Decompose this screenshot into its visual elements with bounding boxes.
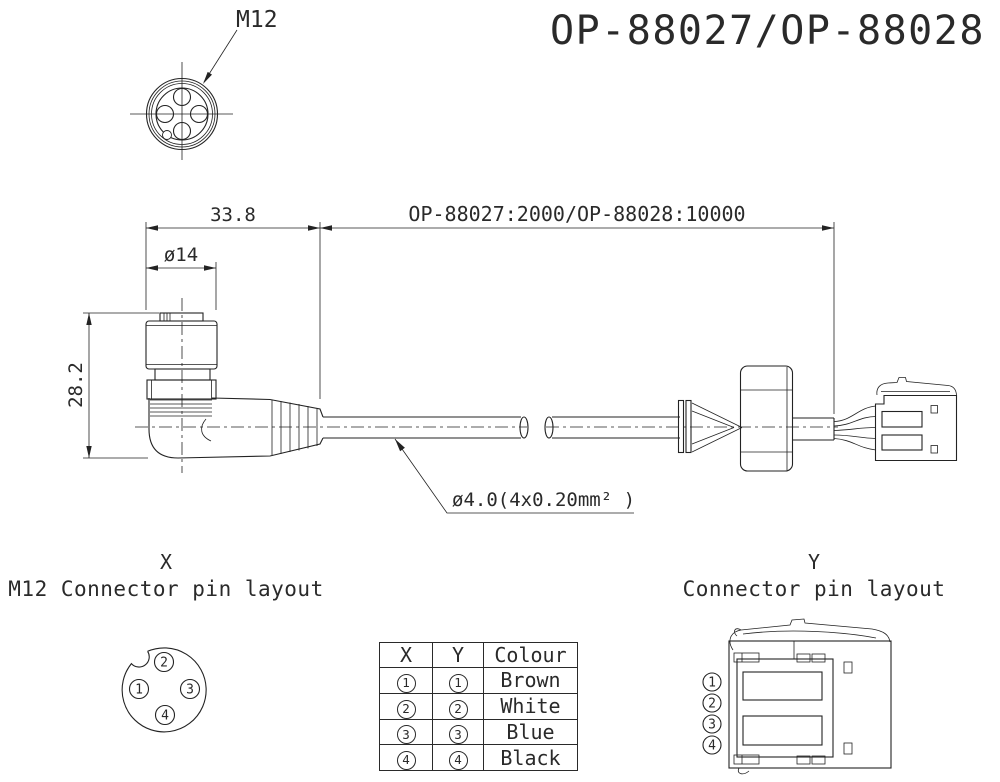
housing-latch — [876, 377, 957, 396]
pin-x-3: 3 — [186, 683, 194, 698]
pin-number: 4 — [396, 751, 416, 770]
pin-x-1: 1 — [135, 683, 143, 698]
table-row: 2 2 White — [379, 692, 578, 720]
table-row: 3 3 Blue — [379, 718, 578, 746]
m12-front-view: M12 — [130, 7, 278, 160]
dim-cable-spec: ø4.0(4x0.20mm² ) — [452, 489, 635, 511]
col-header-y: Y — [432, 642, 484, 668]
dimension-annotations: 33.8 OP-88027:2000/OP-88028:10000 ø14 28… — [65, 202, 835, 514]
bottom-hook-detail — [737, 767, 750, 775]
pin-number: 4 — [448, 751, 468, 770]
section-label-x: X — [159, 550, 173, 574]
pin-layout-x-title: M12 Connector pin layout — [8, 577, 324, 601]
pin-x-2: 2 — [160, 656, 168, 671]
table-header-row: X Y Colour — [379, 642, 578, 668]
table-row: 1 1 Brown — [379, 667, 578, 694]
table-row: 4 4 Black — [379, 744, 578, 771]
col-header-x: X — [379, 642, 433, 668]
pin-y-4: 4 — [708, 739, 716, 754]
keyway-notch — [162, 130, 172, 140]
pin-number: 2 — [448, 699, 468, 719]
pin-layout-x-diagram: 1 2 3 4 — [121, 647, 207, 733]
pin-y-3: 3 — [708, 718, 716, 733]
bend-detail-arc — [201, 418, 212, 442]
dim-cable-length: OP-88027:2000/OP-88028:10000 — [408, 202, 745, 226]
wire-colour: Black — [483, 744, 578, 771]
leader-arrowhead — [203, 71, 212, 84]
pin-x-4: 4 — [161, 709, 169, 724]
cable-break-left — [519, 416, 529, 439]
pin-layout-y-diagram: 1 2 3 4 — [702, 618, 892, 775]
pin-number: 2 — [396, 699, 416, 719]
dim-nut-diameter: ø14 — [164, 244, 198, 266]
pin-number: 3 — [448, 725, 468, 745]
pin-number: 1 — [448, 673, 468, 693]
wire-leads — [833, 405, 877, 451]
latch-lever — [729, 618, 891, 651]
wire-colour: White — [483, 692, 578, 720]
m12-label: M12 — [236, 7, 278, 33]
wire-colour: Brown — [483, 667, 578, 694]
cable-break-right — [544, 416, 554, 439]
dim-connector-height: 28.2 — [65, 362, 87, 408]
cable — [323, 416, 680, 439]
pin-number: 1 — [396, 673, 416, 693]
m12-connector-side-view — [135, 298, 838, 473]
wiring-table: X Y Colour 1 1 Brown 2 2 White 3 3 Blue … — [379, 642, 578, 771]
drawing-title: OP-88027/OP-88028 — [550, 8, 985, 54]
section-label-y: Y — [807, 550, 821, 574]
connector-face-outline — [121, 647, 207, 733]
pin-y-2: 2 — [708, 697, 716, 712]
wire-colour: Blue — [483, 718, 578, 746]
pin-number: 3 — [396, 725, 416, 745]
dim-connector-length: 33.8 — [210, 204, 256, 226]
col-header-colour: Colour — [483, 642, 578, 668]
pin-y-1: 1 — [708, 676, 716, 691]
y-connector-side-view — [677, 365, 958, 472]
pin-layout-y-title: Connector pin layout — [682, 577, 946, 601]
